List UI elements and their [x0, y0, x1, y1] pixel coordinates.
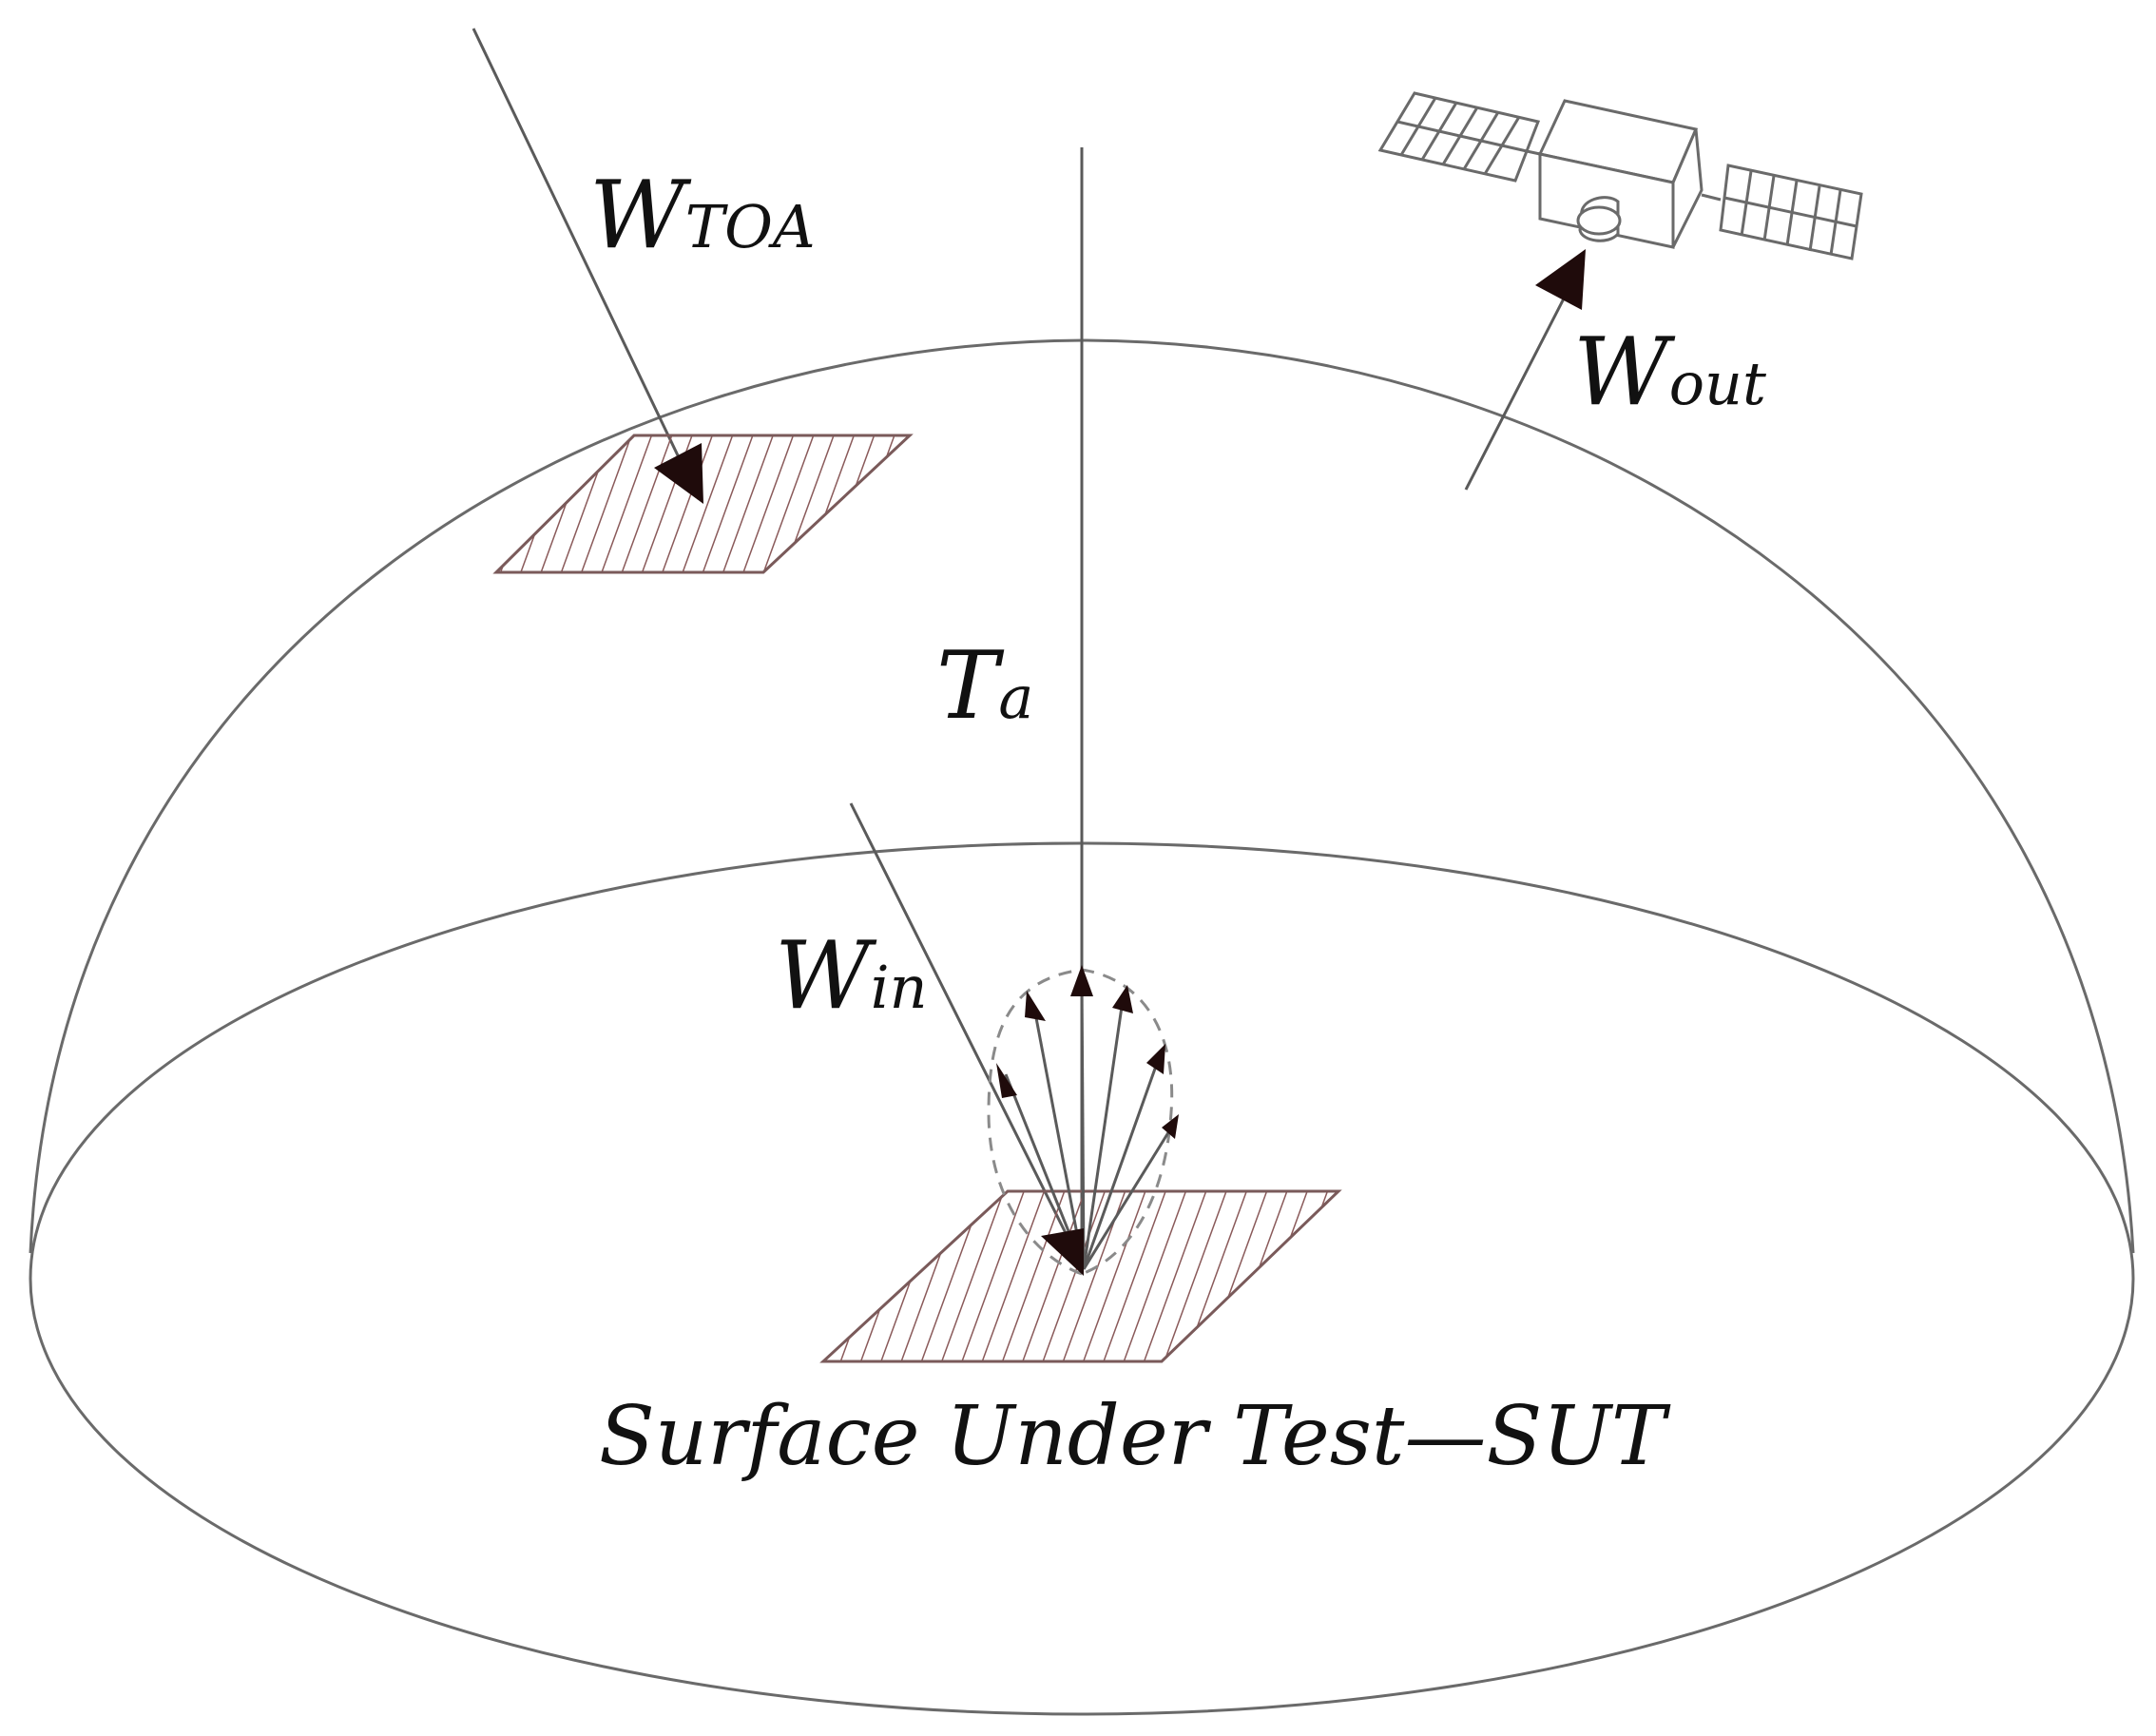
label-w-toa: WTOA [589, 162, 816, 270]
surface-ray-arrowhead [1041, 1228, 1084, 1276]
reflected-rays [1004, 978, 1177, 1270]
sut-patch [819, 1189, 1342, 1363]
outgoing-ray-arrowhead [1535, 249, 1586, 310]
toa-patch [492, 434, 914, 574]
toa-incoming-ray [472, 28, 701, 500]
hemisphere-dome [29, 338, 2135, 1254]
label-w-in: Win [775, 922, 928, 1031]
caption-surface-under-test: Surface Under Test—SUT [599, 1389, 1671, 1484]
reflected-arrowheads [996, 965, 1179, 1139]
label-t-a: Ta [936, 632, 1033, 741]
toa-ray-arrowhead [654, 443, 703, 504]
label-w-out: Wout [1573, 318, 1766, 427]
satellite-icon [1377, 91, 1863, 260]
